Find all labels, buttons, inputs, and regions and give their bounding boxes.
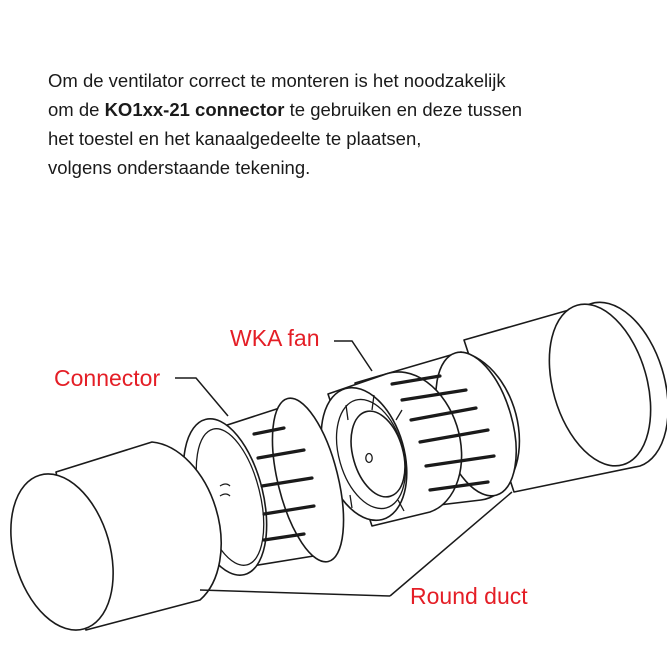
wka-fan <box>320 351 521 527</box>
intro-line-2: om de KO1xx-21 connector te gebruiken en… <box>48 95 648 124</box>
intro-line-2-end: te gebruiken en deze tussen <box>284 99 523 120</box>
wka-fan-label: WKA fan <box>230 325 319 351</box>
connector-label: Connector <box>54 365 160 391</box>
intro-line-4: volgens onderstaande tekening. <box>48 157 311 178</box>
connector-leader-line <box>175 377 229 417</box>
fan-leader-line <box>334 340 373 372</box>
duct-leader-line-right <box>389 491 513 597</box>
fan-ribs <box>390 374 496 492</box>
left-round-duct <box>10 441 222 631</box>
intro-line-3: het toestel en het kanaalgedeelte te pla… <box>48 128 422 149</box>
intro-line-1: Om de ventilator correct te monteren is … <box>48 70 506 91</box>
intro-text: Om de ventilator correct te monteren is … <box>48 66 648 182</box>
connector-ribs <box>252 426 316 542</box>
duct-leader-line-left <box>199 589 391 597</box>
connector-ring <box>182 397 345 576</box>
intro-line-2-start: om de <box>48 99 105 120</box>
round-duct-label: Round duct <box>410 583 528 609</box>
connector-product-code: KO1xx-21 connector <box>104 99 285 120</box>
